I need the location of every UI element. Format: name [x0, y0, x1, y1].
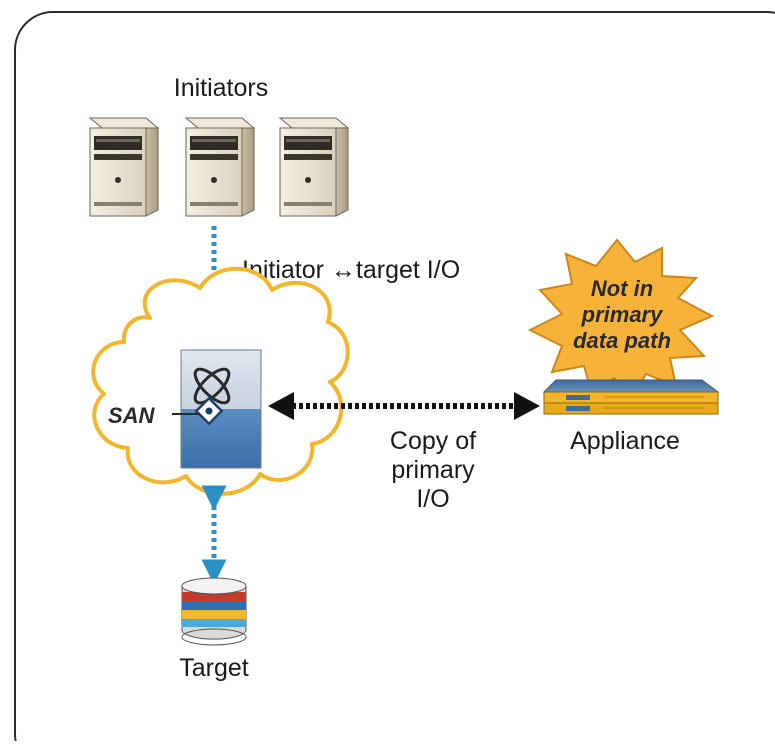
server-tower-icon — [88, 117, 160, 217]
initiator-target-io-label: Initiator ↔target I/O — [242, 256, 460, 284]
diagram-frame — [14, 11, 775, 746]
copy-io-label-line3: I/O — [416, 485, 449, 513]
burst-text-line1: Not in — [591, 276, 653, 301]
san-switch-icon — [180, 349, 262, 469]
server-tower-icon — [278, 117, 350, 217]
initiators-label: Initiators — [174, 74, 268, 102]
storage-disk-icon — [181, 577, 247, 646]
appliance-label: Appliance — [570, 427, 680, 455]
copy-io-arrowhead-left — [268, 392, 294, 420]
server-tower-icon — [184, 117, 256, 217]
burst-text-line2: primary — [581, 302, 664, 327]
burst-text-line3: data path — [573, 328, 671, 353]
copy-io-arrowhead-right — [514, 392, 540, 420]
appliance-rack-icon — [542, 379, 720, 415]
copy-io-label-line2: primary — [391, 456, 475, 484]
target-label: Target — [179, 654, 249, 682]
copy-io-label-line1: Copy of — [390, 427, 476, 455]
san-label: SAN — [108, 403, 156, 428]
